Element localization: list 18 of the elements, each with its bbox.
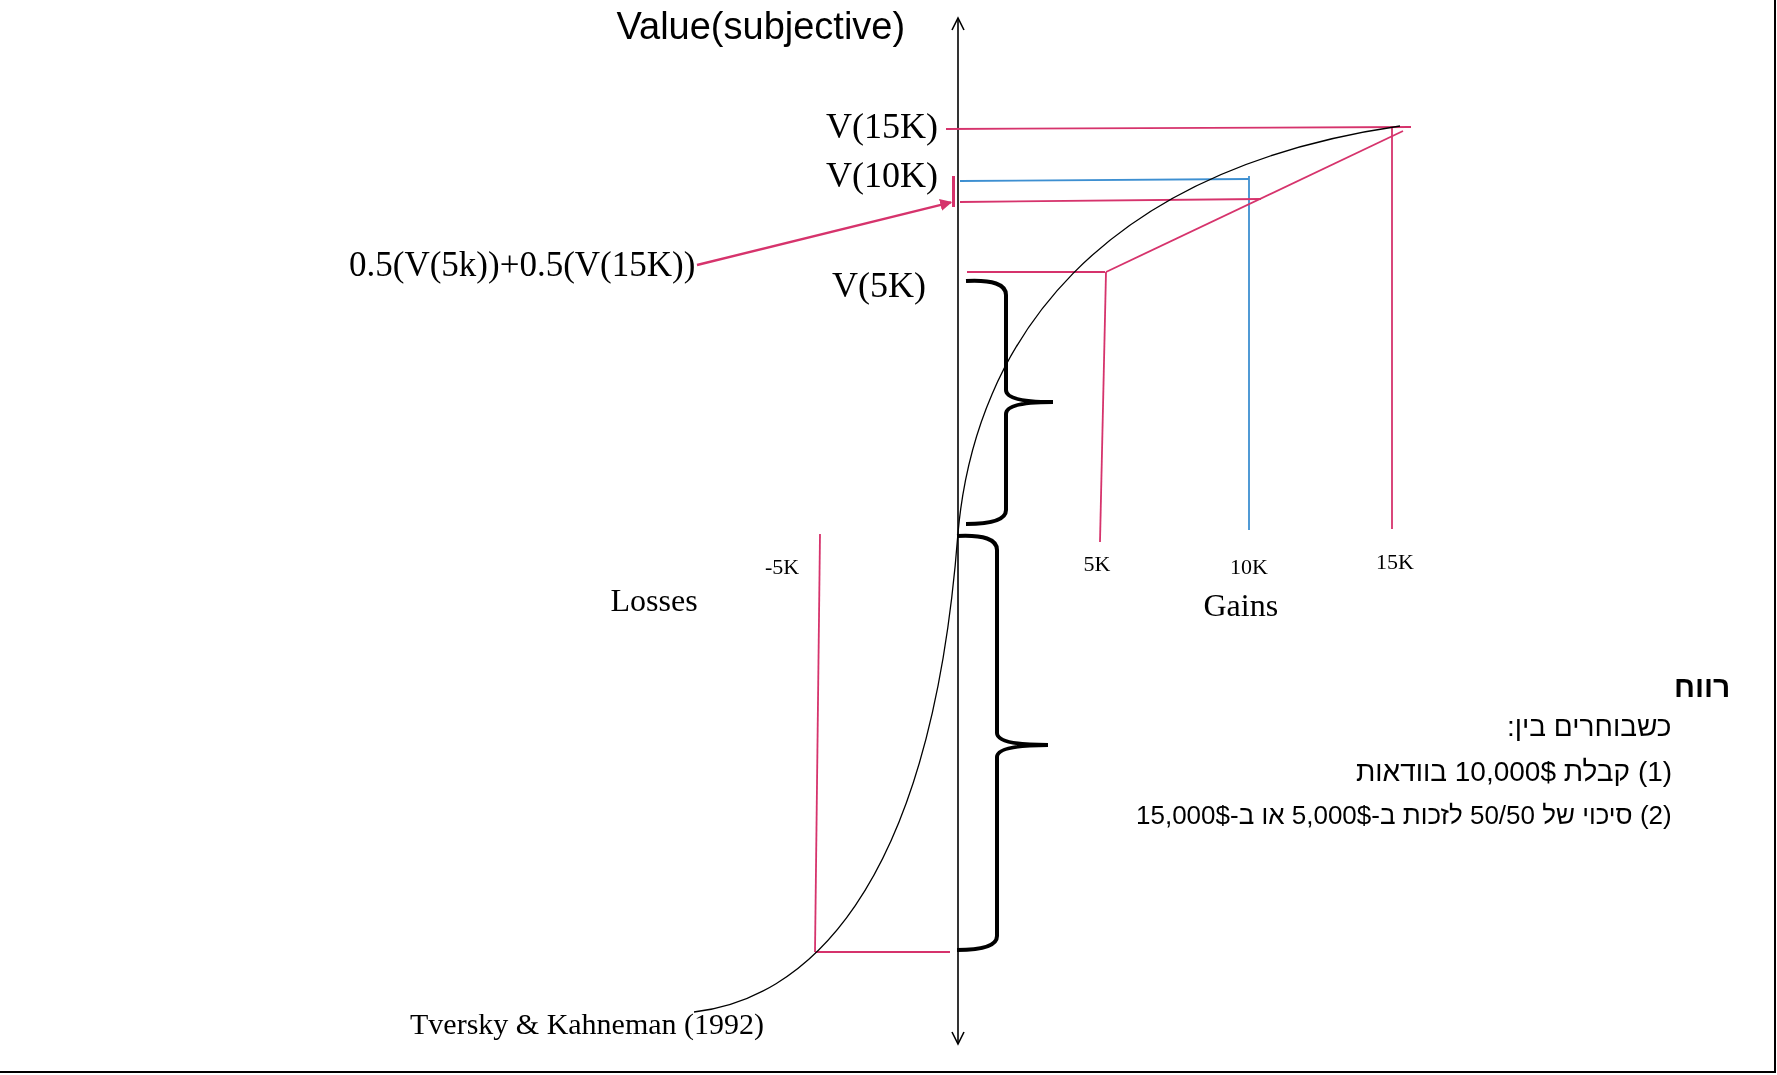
note-text: (1) קבלת 10,000$ בוודאות xyxy=(1356,756,1673,788)
formula-text: 0.5(V(5k))+0.5(V(15K)) xyxy=(349,245,696,284)
axis-label: Losses xyxy=(610,582,698,618)
value-label: V(10K) xyxy=(826,156,938,196)
value-label: V(5K) xyxy=(832,266,926,306)
value-label: V(15K) xyxy=(826,107,938,147)
tick-label: 10K xyxy=(1230,555,1268,580)
note-heading: רווח xyxy=(1674,669,1731,703)
tick-label: 5K xyxy=(1083,552,1111,577)
tick-label: -5K xyxy=(765,555,800,580)
bracket-mark xyxy=(952,176,955,207)
axis-label: Gains xyxy=(1203,587,1279,623)
axis-title: Value(subjective) xyxy=(616,6,906,48)
note-text: כשבוחרים בין: xyxy=(1507,711,1672,743)
tick-label: 15K xyxy=(1376,550,1414,575)
citation: Tversky & Kahneman (1992) xyxy=(410,1006,765,1040)
note-text: (2) סיכוי של 50/50 לזכות ב-5,000$ או ב-15,000$ xyxy=(1136,800,1672,830)
arrow xyxy=(696,199,953,267)
